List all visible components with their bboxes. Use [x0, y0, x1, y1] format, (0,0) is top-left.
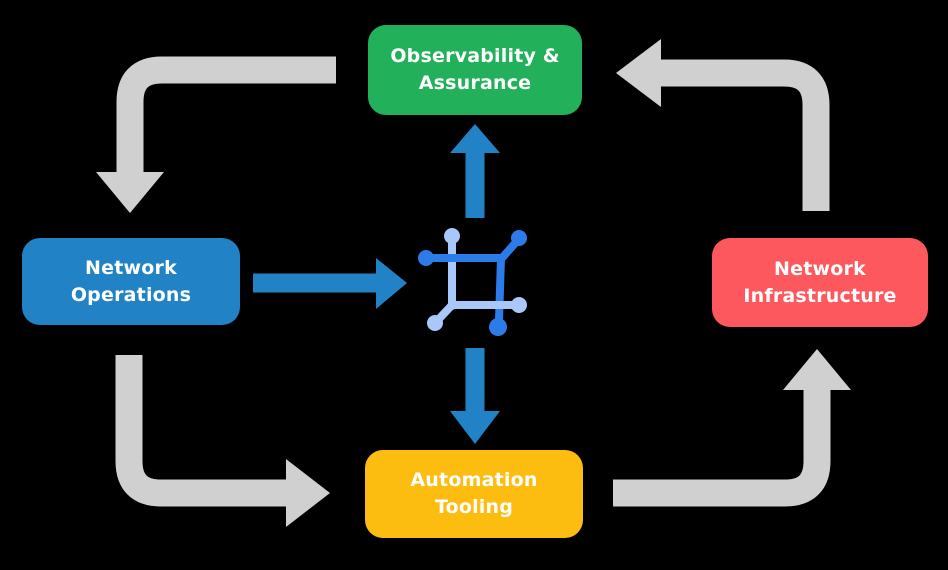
arrow-netops-to-autotool: [115, 355, 288, 507]
node-label: Automation Tooling: [410, 469, 538, 518]
node-observability-assurance: Observability & Assurance: [368, 25, 582, 115]
node-label: Observability & Assurance: [390, 45, 560, 94]
arrowhead-up-icon: [783, 349, 851, 390]
node-label: Network Infrastructure: [743, 257, 897, 307]
arrowhead-right-icon: [376, 258, 407, 309]
node-network-infrastructure: Network Infrastructure: [712, 238, 928, 327]
blue-arrow-heads: [376, 124, 500, 444]
arrowhead-right-icon: [286, 459, 330, 527]
blue-arrow-shafts: [253, 152, 485, 412]
icon-light-over: [427, 297, 527, 331]
node-label: Network Operations: [70, 256, 192, 306]
icon-light-under: [444, 228, 460, 310]
arrow-observability-to-netops: [116, 56, 336, 174]
gray-cycle-arrow-shafts: [115, 56, 831, 507]
icon-dark: [418, 230, 527, 336]
network-automation-icon: [418, 228, 527, 336]
arrow-netinfra-to-observability: [659, 59, 830, 211]
arrowhead-down-icon: [450, 411, 500, 444]
gray-cycle-arrow-heads: [96, 39, 851, 527]
node-network-operations: Network Operations: [22, 238, 240, 325]
arrow-autotool-to-netinfra: [613, 389, 831, 507]
arrowhead-down-icon: [96, 172, 164, 213]
node-automation-tooling: Automation Tooling: [365, 450, 583, 538]
arrowhead-left-icon: [616, 39, 661, 107]
arrowhead-up-icon: [450, 124, 500, 153]
